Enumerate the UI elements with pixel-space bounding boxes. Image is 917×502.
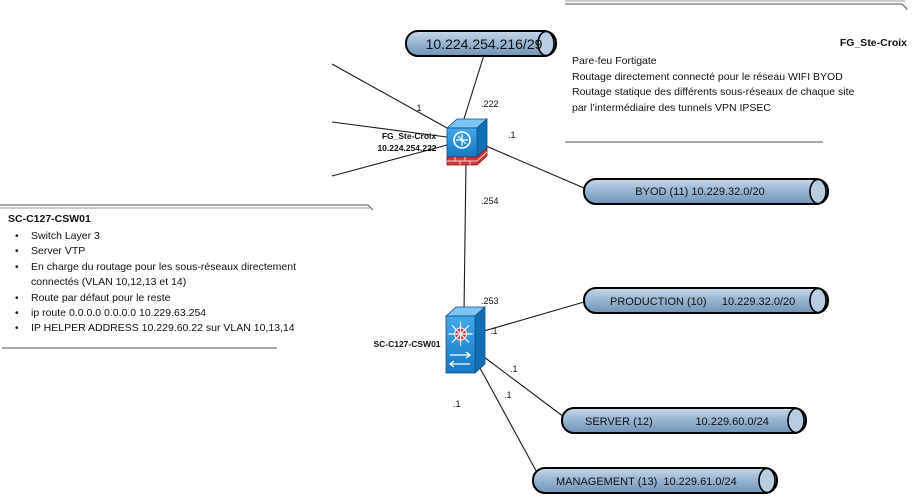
pipe-wan: 10.224.254.216/29: [405, 30, 557, 57]
label-sw-management: .1: [504, 390, 512, 400]
pipe-wan-label: 10.224.254.216/29: [426, 36, 543, 52]
pipe-byod: BYOD (11) 10.229.32.0/20: [583, 178, 829, 205]
label-sw-fw: .253: [481, 296, 499, 306]
firewall-note-line: par l’intermédiaire des tunnels VPN IPSE…: [572, 101, 772, 114]
switch-description: SC-C127-CSW01 Switch Layer 3 Server VTP …: [8, 213, 358, 337]
label-fw-wan: .222: [481, 99, 499, 109]
label-sw-left: .1: [453, 399, 461, 409]
switch-note-item: IP HELPER ADDRESS 10.229.60.22 sur VLAN …: [15, 321, 358, 337]
link-left-top: [331, 63, 448, 129]
firewall-ip: 10.224.254.222: [377, 143, 436, 153]
layer3-switch-icon: [444, 306, 487, 374]
firewall-description: FG_Ste-Croix Pare-feu Fortigate Routage …: [572, 37, 907, 116]
firewall-note-line: Pare-feu Fortigate: [572, 55, 657, 67]
switch-note-title: SC-C127-CSW01: [8, 213, 91, 225]
link-fw-wan: [462, 54, 485, 123]
firewall-name: FG_Ste-Croix: [382, 131, 437, 141]
link-fw-byod: [485, 145, 592, 192]
label-sw-server: .1: [510, 364, 518, 374]
link-left-mid: [331, 121, 448, 138]
switch-note-item: Server VTP: [15, 244, 358, 260]
links: [331, 54, 592, 479]
switch-note-list: Switch Layer 3 Server VTP En charge du r…: [8, 229, 358, 337]
pipe-production-label: PRODUCTION (10) 10.229.32.0/20: [610, 296, 795, 308]
firewall-note-title: FG_Ste-Croix: [839, 37, 907, 49]
switch-note-item: Switch Layer 3: [15, 229, 358, 245]
firewall-note-line: Routage statique des différents sous-rés…: [572, 86, 855, 98]
link-sw-management: [479, 367, 541, 479]
link-left-bottom: [331, 144, 448, 177]
pipe-byod-label: BYOD (11) 10.229.32.0/20: [635, 186, 764, 198]
label-left-link: .1: [414, 103, 422, 113]
switch-note-item: En charge du routage pour les sous-résea…: [15, 260, 358, 276]
label-sw-production: .1: [490, 326, 498, 336]
firewall-icon: [445, 118, 489, 166]
decorative-rules: [0, 0, 908, 349]
switch-note-item-continuation: connectés (VLAN 10,12,13 et 14): [31, 276, 187, 289]
label-fw-byod: .1: [508, 130, 516, 140]
link-fw-switch: [463, 161, 467, 313]
pipe-server: SERVER (12) 10.229.60.0/24: [561, 407, 807, 434]
switch-note-item: ip route 0.0.0.0 0.0.0.0 10.229.63.254: [15, 306, 358, 322]
label-fw-switch: .254: [481, 196, 499, 206]
switch-name: SC-C127-CSW01: [373, 339, 440, 349]
firewall-note-line: Routage directement connecté pour le rés…: [572, 70, 843, 83]
pipe-management: MANAGEMENT (13) 10.229.61.0/24: [532, 467, 778, 494]
link-sw-production: [483, 299, 592, 332]
pipe-production: PRODUCTION (10) 10.229.32.0/20: [583, 287, 829, 314]
pipe-server-label: SERVER (12) 10.229.60.0/24: [585, 416, 769, 428]
switch-note-item: Route par défaut pour le reste: [15, 291, 358, 307]
pipe-management-label: MANAGEMENT (13) 10.229.61.0/24: [556, 476, 737, 488]
link-sw-server: [483, 356, 569, 421]
link-labels: .222 .1 .1 .254 .253 .1 .1 .1 .1: [414, 99, 518, 409]
